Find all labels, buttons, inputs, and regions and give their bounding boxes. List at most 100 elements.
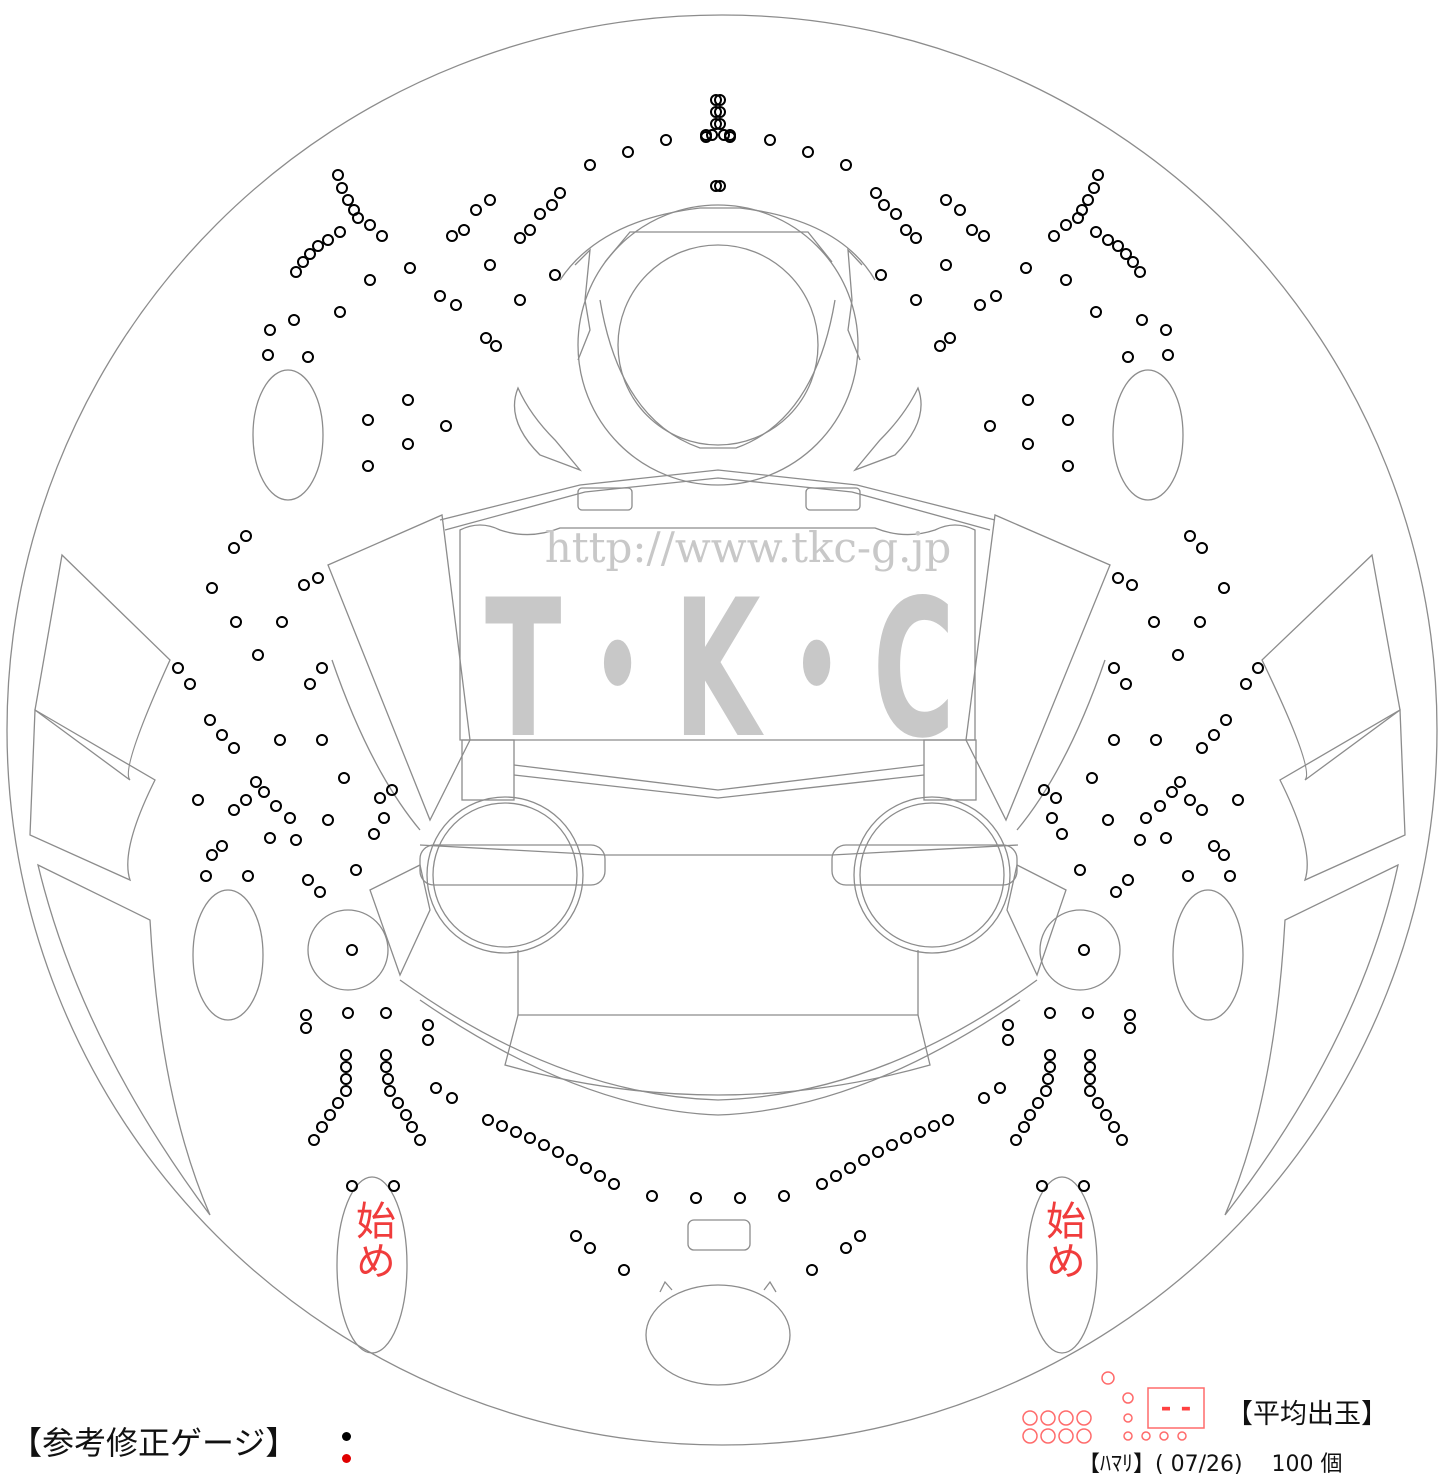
pin [870,187,882,199]
pin [290,834,302,846]
pin [300,1009,312,1021]
pin [446,230,458,242]
pin [1062,460,1074,472]
pin [242,870,254,882]
pin [316,662,328,674]
pin [1208,840,1220,852]
bottom-gate [687,1219,751,1251]
pin [482,1114,494,1126]
pin [1150,734,1162,746]
pin [1082,1007,1094,1019]
pin [252,649,264,661]
watermark-logo: T・K・C [485,559,955,780]
pin [1022,394,1034,406]
pin [340,1061,352,1073]
pin [710,118,722,130]
pin [984,420,996,432]
pin [844,1162,856,1174]
pin [1040,1085,1052,1097]
pin [470,204,482,216]
pin [386,784,398,796]
pin [966,224,978,236]
pin [1072,212,1084,224]
pin [1252,662,1264,674]
pin [228,742,240,754]
pin [580,1162,592,1174]
pin [374,792,386,804]
left-windmill [426,796,584,954]
pin [584,159,596,171]
pin [434,290,446,302]
pin [900,1132,912,1144]
pin [1108,1121,1120,1133]
pin [714,94,726,106]
pin [1160,324,1172,336]
right-start-oval [1026,1176,1098,1354]
pin [334,226,346,238]
pin [1092,169,1104,181]
pin [364,274,376,286]
pin [450,299,462,311]
pin [802,146,814,158]
pin [1088,182,1100,194]
pin [1092,1097,1104,1109]
pin [1018,1121,1030,1133]
pin [546,199,558,211]
pin [710,94,722,106]
pin [1002,1034,1014,1046]
pin [942,1114,954,1126]
pin [524,224,536,236]
pin [549,269,561,281]
pin [900,224,912,236]
pin [332,1097,344,1109]
pin [490,340,502,352]
pin [934,340,946,352]
pin [334,306,346,318]
pin [1134,266,1146,278]
pin [1060,274,1072,286]
pin [710,180,722,192]
lower-center-block [517,950,919,1016]
pin [538,1139,550,1151]
center-window [459,524,976,741]
pin [710,106,722,118]
pin [910,232,922,244]
pin [1134,834,1146,846]
counter-ball [1058,1428,1074,1444]
pin [276,616,288,628]
pin [1224,870,1236,882]
pin [978,230,990,242]
pin [304,678,316,690]
pin [230,616,242,628]
pin [216,729,228,741]
pin [200,870,212,882]
right-side-pocket [1039,909,1121,991]
pin [1084,1085,1096,1097]
pin [240,794,252,806]
pin [402,438,414,450]
pin [340,1049,352,1061]
pin [352,212,364,224]
nail-pins [172,94,1264,1276]
pin [714,180,726,192]
pin [1044,1061,1056,1073]
gauge-black-dot [342,1432,351,1441]
pin [1172,649,1184,661]
board-outline [6,14,1438,1446]
pin [1124,1022,1136,1034]
right-upper-oval [1112,369,1184,501]
pin [1120,678,1132,690]
gauge-red-dot [342,1454,351,1463]
pin [342,1007,354,1019]
pin [316,734,328,746]
pin [206,849,218,861]
gauge-label: 【参考修正ゲージ】 [10,1424,298,1462]
center-ring-inner [617,244,819,446]
pin [392,1097,404,1109]
counter-ball [1076,1410,1092,1426]
pin [1126,579,1138,591]
pin [608,1178,620,1190]
pin [1038,784,1050,796]
pin [1208,729,1220,741]
